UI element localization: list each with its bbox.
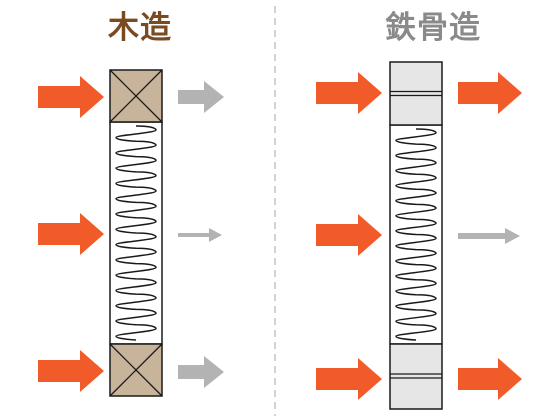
steel-output-top-arrow-icon — [458, 72, 522, 114]
steel-output-bottom-arrow-icon — [458, 358, 522, 400]
wood-output-top-arrow-icon — [178, 81, 224, 113]
wood-input-top-arrow-icon — [38, 76, 104, 118]
steel-block-bottom-icon — [389, 343, 443, 410]
steel-input-bottom-arrow-icon — [316, 358, 382, 400]
steel-spring-icon — [395, 128, 437, 341]
wood-output-middle-arrow-icon — [178, 228, 222, 242]
steel-column — [316, 61, 522, 410]
wood-input-middle-arrow-icon — [38, 213, 104, 255]
wood-input-bottom-arrow-icon — [38, 350, 104, 392]
steel-block-top-icon — [389, 61, 443, 126]
steel-output-middle-arrow-icon — [458, 228, 520, 244]
wood-column — [38, 69, 224, 397]
wood-block-bottom-icon — [109, 343, 163, 397]
steel-structure-title: 鉄骨造 — [385, 10, 481, 46]
wood-block-top-icon — [109, 69, 163, 123]
steel-input-middle-arrow-icon — [316, 214, 382, 256]
wood-structure-title: 木造 — [108, 10, 172, 46]
wood-spring-icon — [115, 125, 157, 341]
steel-input-top-arrow-icon — [316, 72, 382, 114]
wood-output-bottom-arrow-icon — [178, 356, 224, 388]
